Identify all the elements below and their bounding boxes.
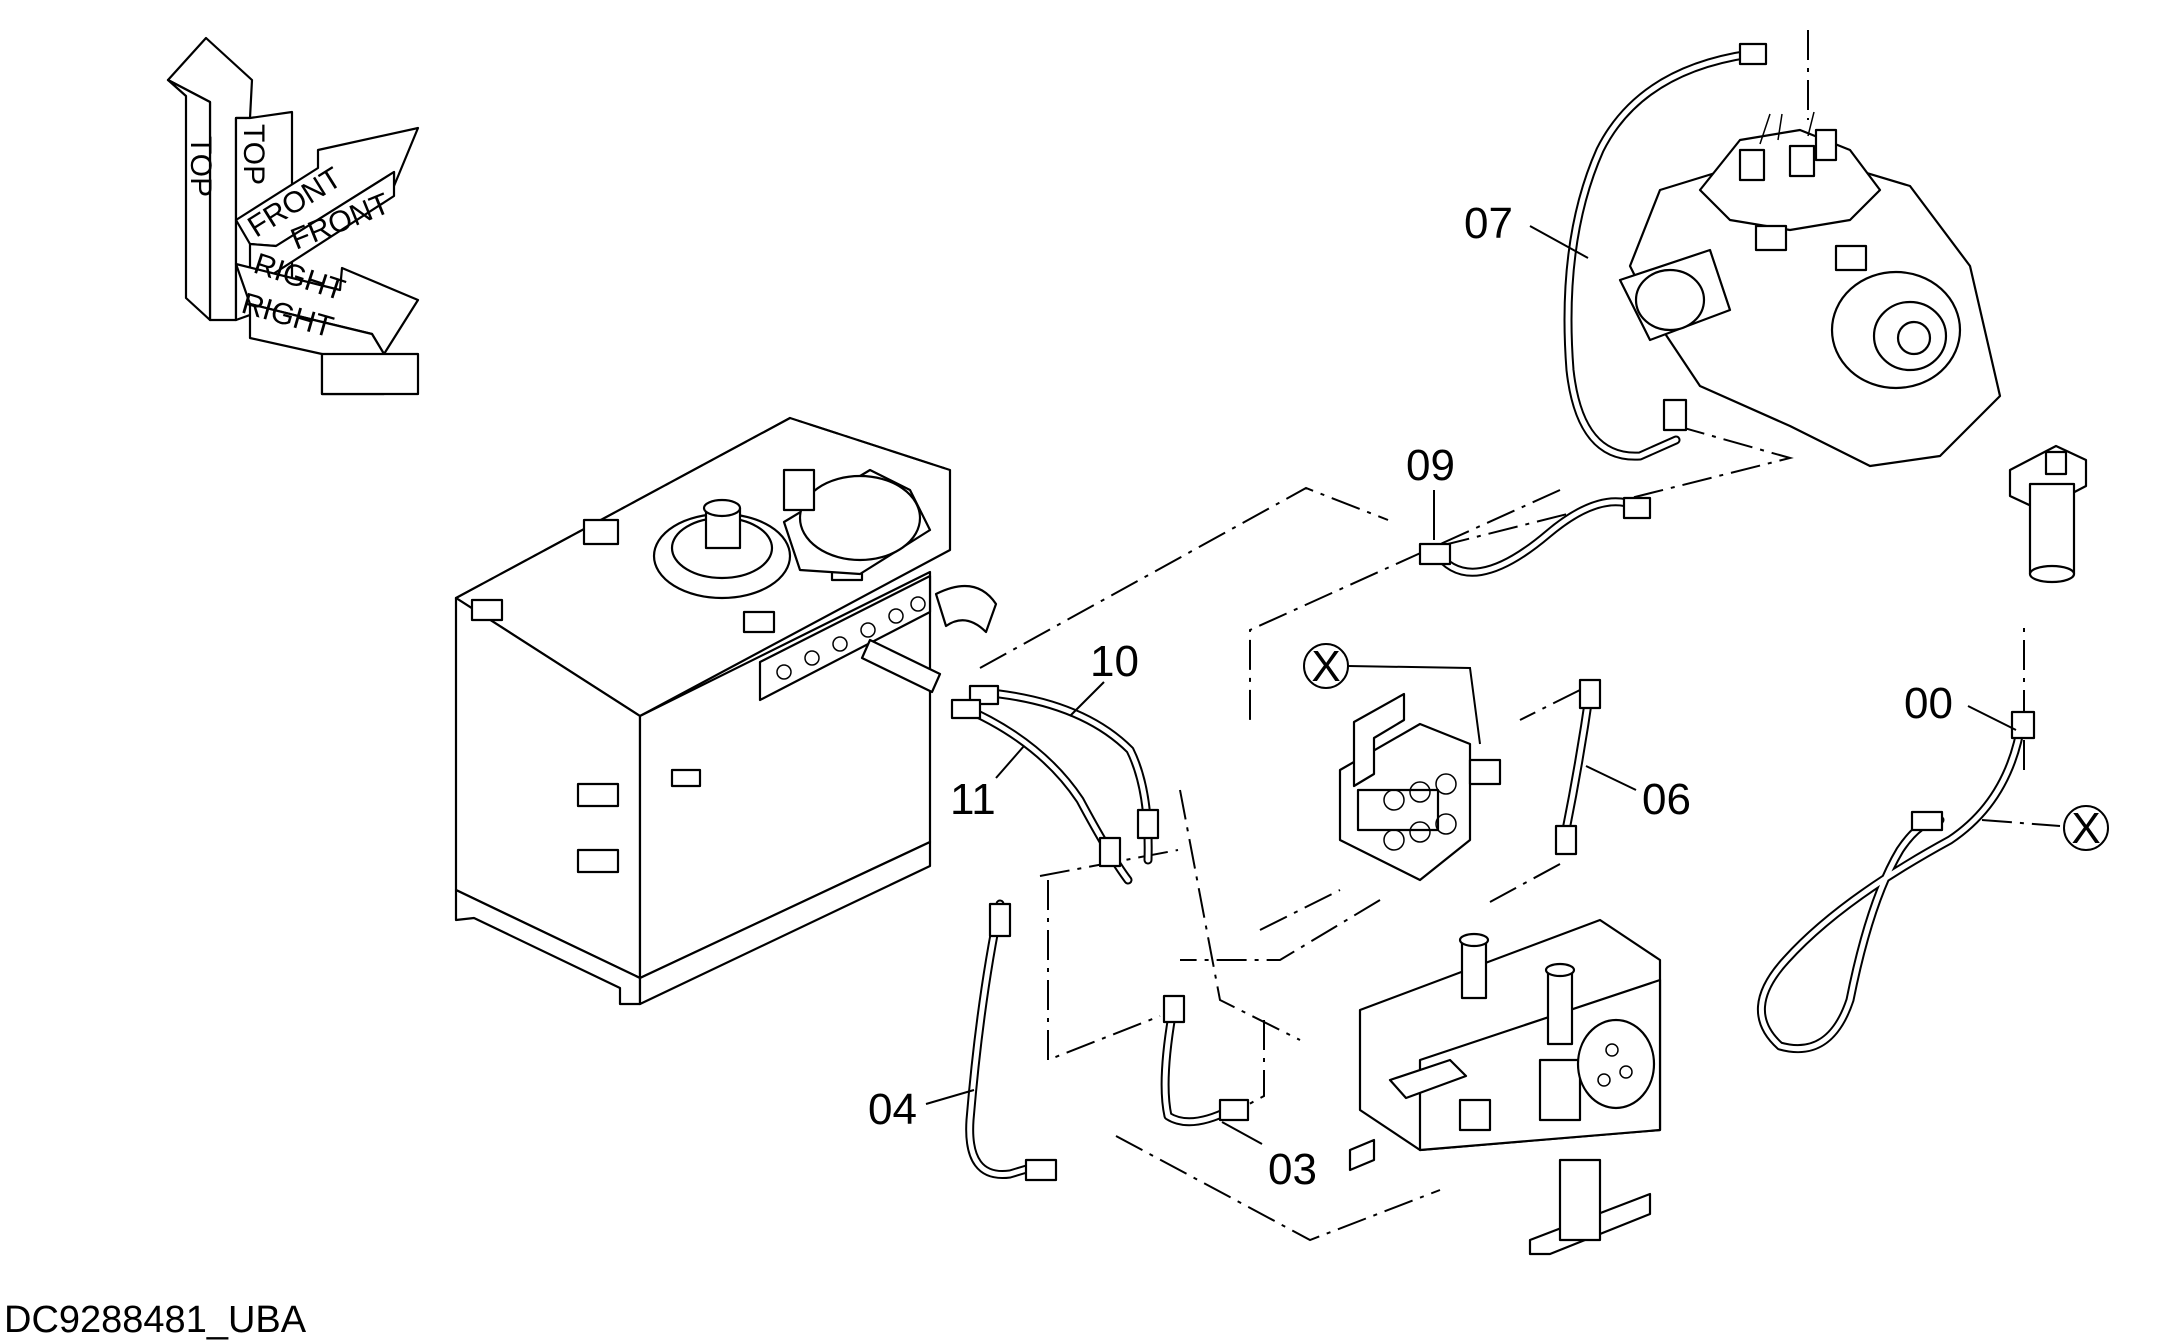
- hydraulic-pump: [1618, 111, 2002, 468]
- connection-marker-label: X: [1311, 642, 1340, 691]
- part-label: 03: [1268, 1145, 1317, 1194]
- orientation-arrows-icon: TOP TOP FRONT FRONT RIGHT RIGHT: [166, 36, 420, 396]
- control-valve: [1338, 692, 1502, 882]
- part-callout-00: 00: [1904, 679, 2017, 731]
- part-callout-03: 03: [1221, 1121, 1317, 1194]
- orient-top-label-1: TOP: [184, 136, 217, 197]
- part-label: 04: [868, 1085, 917, 1134]
- orient-top-label-2: TOP: [237, 124, 270, 185]
- drawing-id: DC9288481_UBA: [4, 1299, 307, 1341]
- part-callout-07: 07: [1464, 199, 1589, 259]
- part-callout-10: 10: [1069, 637, 1139, 717]
- part-label: 07: [1464, 199, 1513, 248]
- connection-marker-label: X: [2071, 804, 2100, 853]
- part-label: 11: [950, 775, 996, 824]
- connection-marker-filter: X: [2063, 804, 2109, 853]
- part-callout-06: 06: [1585, 765, 1691, 824]
- hoses: [950, 42, 2036, 1182]
- part-callout-09: 09: [1406, 441, 1455, 540]
- part-label: 00: [1904, 679, 1953, 728]
- hydraulic-tank: [454, 416, 998, 1006]
- part-label: 09: [1406, 441, 1455, 490]
- connection-marker-valve: X: [1303, 642, 1481, 745]
- part-label: 10: [1090, 637, 1139, 686]
- routing-lines: [979, 30, 2061, 1242]
- part-label: 06: [1642, 775, 1691, 824]
- part-callout-04: 04: [868, 1085, 975, 1134]
- part-callout-11: 11: [950, 745, 1025, 824]
- line-filter: [2008, 444, 2088, 584]
- valve-block: [1348, 918, 1662, 1256]
